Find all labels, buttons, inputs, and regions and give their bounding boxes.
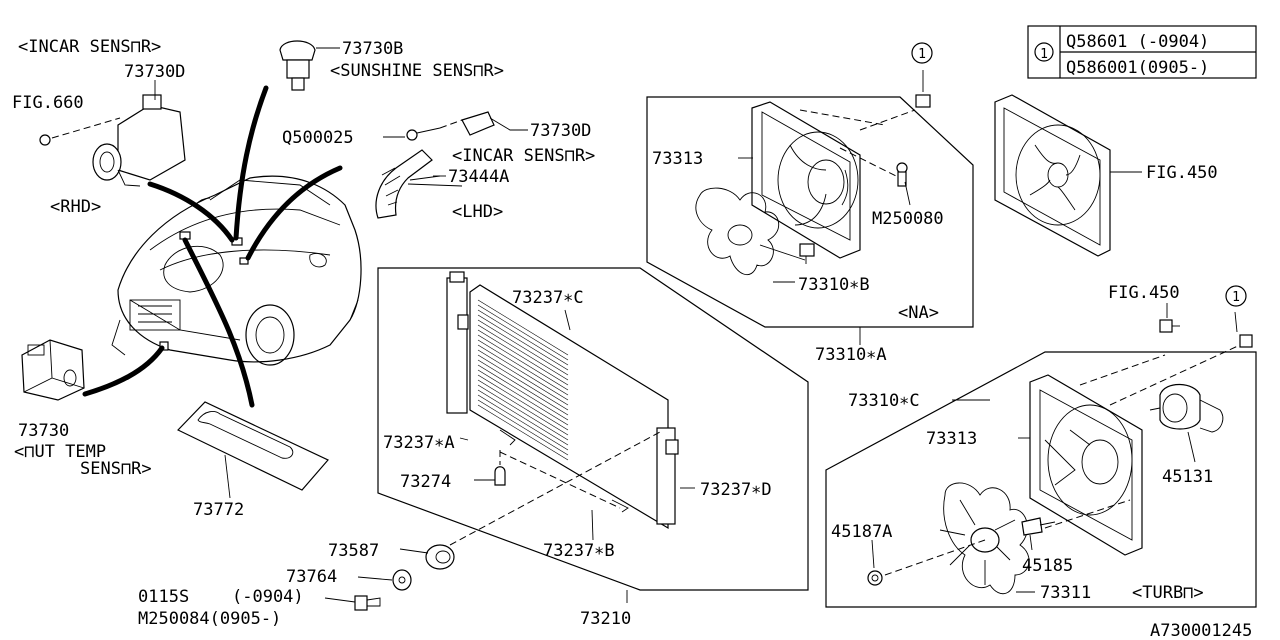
label-45131: 45131 [1162,467,1213,487]
label-turbo: <TURB⊓> [1132,583,1204,603]
condenser-fin [477,404,569,461]
label-73310c: 73310∗C [848,391,920,411]
label-73237b: 73237∗B [543,541,615,561]
condenser-fin [477,319,569,376]
condenser [446,271,695,541]
label-73237c: 73237∗C [512,288,584,308]
pad-73772 [176,401,329,499]
label-incar-sensor-rhd: <INCAR SENS⊓R> [18,37,161,57]
callout-na: 1 [918,47,926,62]
label-0115s: 0115S [138,587,189,607]
labels: <INCAR SENS⊓R> 73730D FIG.660 <RHD> 7373… [12,37,1252,640]
label-out-temp-1: <⊓UT TEMP [14,442,106,462]
bushing-73587 [399,431,661,570]
legend-row-1: Q58601 (-0904) [1066,32,1209,52]
callout-circle-turbo [1225,285,1247,307]
condenser-fin [477,384,569,441]
label-fig450-top: FIG.450 [1146,163,1218,183]
label-m250084: M250084(0905-) [138,609,281,629]
callout-circle-na [911,42,933,64]
label-73772: 73772 [193,500,244,520]
legend-row-2: Q586001(0905-) [1066,58,1209,78]
label-45187a: 45187A [831,522,892,542]
label-73237d: 73237∗D [700,480,772,500]
legend-table: 1 Q58601 (-0904) Q586001(0905-) [1027,25,1257,79]
condenser-fin [477,324,569,381]
condenser-fin [477,354,569,411]
label-73313-turbo: 73313 [926,429,977,449]
label-73764: 73764 [286,567,337,587]
na-fan-box [646,70,974,345]
label-45185: 45185 [1022,556,1073,576]
fan-shroud-fig450 [994,94,1142,257]
label-73444a: 73444A [448,167,509,187]
leader-lines [383,136,463,187]
label-na: <NA> [898,303,939,323]
leader-wires [82,85,343,408]
label-rhd: <RHD> [50,197,101,217]
condenser-fin [477,389,569,446]
callout-turbo: 1 [1232,290,1240,305]
condenser-fin [477,364,569,421]
condenser-fin [477,369,569,426]
label-73274: 73274 [400,472,451,492]
label-q500025: Q500025 [282,128,354,148]
condenser-fin [477,374,569,431]
label-73587: 73587 [328,541,379,561]
label-73313-na: 73313 [652,149,703,169]
label-73730: 73730 [18,421,69,441]
condenser-fin [477,334,569,391]
condenser-fin [477,329,569,386]
label-73311: 73311 [1040,583,1091,603]
label-m250080: M250080 [872,209,944,229]
condenser-fin [477,359,569,416]
label-out-temp-2: SENS⊓R> [80,459,152,479]
figure-code: A730001245 [1150,621,1252,640]
label-fig660: FIG.660 [12,93,84,113]
label-fig450-mid: FIG.450 [1108,283,1180,303]
condenser-fin [477,379,569,436]
label-73730d-rhd: 73730D [124,62,185,82]
label-sunshine-sensor: <SUNSHINE SENS⊓R> [330,61,504,81]
legend-marker-circle [1034,42,1054,62]
label-73730b: 73730B [342,39,403,59]
condenser-fin [477,304,569,361]
label-73237a: 73237∗A [383,433,455,453]
condenser-fin [477,349,569,406]
label-73730d-lhd: 73730D [530,121,591,141]
label-73210: 73210 [580,609,631,629]
label-lhd: <LHD> [452,202,503,222]
label-incar-sensor-lhd: <INCAR SENS⊓R> [452,146,595,166]
incar-sensor-rhd [39,80,186,187]
condenser-fin [477,339,569,396]
bracket-73274 [474,450,621,509]
bolt-0115s [324,595,381,611]
condenser-fin [477,399,569,456]
incar-sensor-lhd [375,111,528,219]
condenser-fin [477,394,569,451]
condenser-fin [477,314,569,371]
condenser-fin [477,299,569,356]
out-temp-sensor [21,339,85,401]
sunshine-sensor [279,40,340,91]
condenser-fin [477,309,569,366]
condenser-box [377,267,809,591]
condenser-fin [477,344,569,401]
legend-marker: 1 [1040,47,1048,62]
label-range-0904: (-0904) [232,587,304,607]
turbo-fan-box [825,303,1257,608]
label-73310b: 73310∗B [798,275,870,295]
washer-73764 [357,569,412,591]
label-73310a: 73310∗A [815,345,887,365]
